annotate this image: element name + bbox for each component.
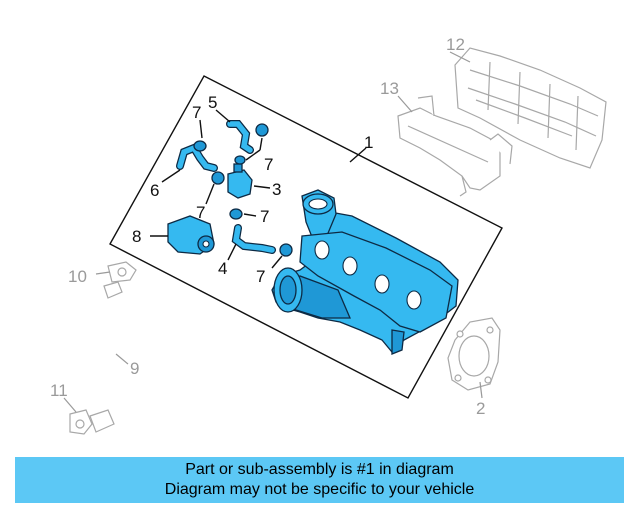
callout-9: 9 <box>130 359 139 378</box>
parts-diagram: 1 3 4 5 6 7 7 7 7 7 8 2 9 10 11 12 13 <box>50 35 607 435</box>
leader-10 <box>95 271 111 275</box>
leader-7b <box>245 137 263 161</box>
oil-line-part-9[interactable] <box>89 281 130 433</box>
solenoid-valve-part-3[interactable] <box>227 163 253 199</box>
leader-9 <box>115 353 129 365</box>
gasket-part-10[interactable] <box>107 261 137 283</box>
callout-5: 5 <box>208 93 217 112</box>
callout-3: 3 <box>272 180 281 199</box>
leader-11 <box>63 397 77 413</box>
hose-part-5[interactable] <box>226 120 254 154</box>
leader-7a <box>199 119 203 139</box>
leader-4 <box>227 243 237 261</box>
callout-1: 1 <box>364 133 373 152</box>
callout-4: 4 <box>218 259 227 278</box>
gasket-part-2[interactable] <box>447 317 501 391</box>
bracket-part-13[interactable] <box>397 95 513 197</box>
callout-7b: 7 <box>264 155 273 174</box>
callout-8: 8 <box>132 227 141 246</box>
heat-shield-part-12[interactable] <box>454 47 607 169</box>
leader-6 <box>161 169 181 183</box>
callout-7e: 7 <box>256 267 265 286</box>
actuator-part-8[interactable] <box>167 215 215 255</box>
leader-7e <box>271 255 283 269</box>
callout-10: 10 <box>68 267 87 286</box>
leader-7d <box>243 213 257 217</box>
leader-2 <box>479 381 483 399</box>
hose-part-4[interactable] <box>231 224 276 254</box>
leader-12 <box>449 51 471 63</box>
leader-1 <box>349 147 367 163</box>
leader-5 <box>215 109 231 123</box>
turbocharger-part-1[interactable] <box>271 189 459 355</box>
callout-6: 6 <box>150 181 159 200</box>
callout-12: 12 <box>446 35 465 54</box>
info-banner: Part or sub-assembly is #1 in diagram Di… <box>15 457 624 503</box>
callout-7a: 7 <box>192 103 201 122</box>
banner-line-2: Diagram may not be specific to your vehi… <box>164 481 475 498</box>
callout-7d: 7 <box>260 207 269 226</box>
leader-3 <box>253 185 271 189</box>
clamps-part-7[interactable] <box>193 123 293 257</box>
banner-line-1: Part or sub-assembly is #1 in diagram <box>185 461 454 478</box>
gasket-part-11[interactable] <box>69 409 93 435</box>
callout-11: 11 <box>50 381 68 400</box>
hose-part-6[interactable] <box>176 143 218 172</box>
leader-7c <box>205 183 215 205</box>
callout-7c: 7 <box>196 203 205 222</box>
leader-13 <box>397 95 413 113</box>
assembly-frame <box>109 75 503 399</box>
callout-2: 2 <box>476 399 485 418</box>
callout-13: 13 <box>380 79 399 98</box>
